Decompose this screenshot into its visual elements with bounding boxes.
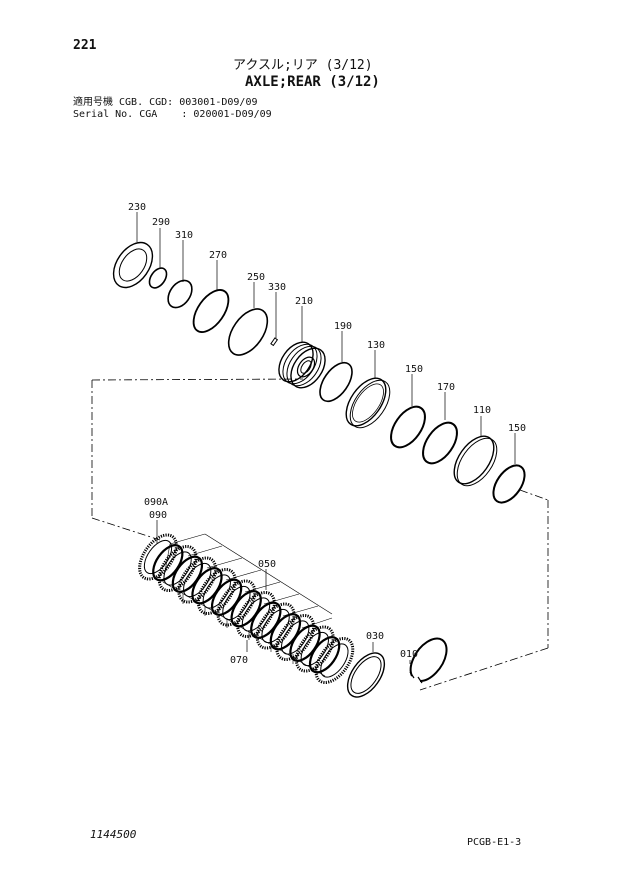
friction-disc-090 — [314, 637, 355, 684]
part-030-plate — [346, 652, 386, 698]
figure-code: PCGB-E1-3 — [467, 837, 522, 848]
part-270-ring — [192, 289, 230, 333]
label-030: 030 — [366, 631, 384, 642]
title-japanese: アクスル;リア (3/12) — [233, 58, 373, 73]
assembly-dashed-lines — [91, 378, 549, 691]
part-170-ring — [422, 421, 458, 465]
serial-line-serial-no: Serial No. CGA : 020001-D09/09 — [73, 109, 272, 120]
label-310: 310 — [175, 230, 193, 241]
part-labels: 230 290 310 270 250 330 210 190 130 150 … — [128, 202, 526, 666]
friction-disc-090 — [157, 545, 198, 592]
part-250-snap-ring — [227, 308, 269, 356]
label-330: 330 — [268, 282, 286, 293]
steel-plate-070 — [308, 636, 341, 674]
part-210-piston — [278, 341, 326, 389]
part-110-plate — [453, 435, 498, 487]
friction-disc-090 — [275, 614, 316, 661]
leader-lines — [136, 212, 516, 664]
title-english: AXLE;REAR (3/12) — [245, 74, 380, 90]
label-210: 210 — [295, 296, 313, 307]
label-070: 070 — [230, 655, 248, 666]
label-110: 110 — [473, 405, 491, 416]
part-290-ring — [148, 267, 168, 289]
friction-disc-090 — [294, 625, 335, 673]
part-330-pin — [270, 337, 279, 347]
friction-disc-inner-edge — [320, 643, 349, 678]
label-230: 230 — [128, 202, 146, 213]
label-270: 270 — [209, 250, 227, 261]
label-090: 090 — [149, 510, 167, 521]
label-150-upper: 150 — [405, 364, 423, 375]
friction-disc-090 — [138, 533, 178, 581]
clutch-disc-stack — [138, 533, 355, 684]
label-090a: 090A — [144, 497, 168, 508]
friction-disc-090 — [255, 602, 296, 650]
friction-disc-090 — [216, 579, 257, 627]
part-190-ring — [319, 361, 353, 403]
serial-line-applicable-units: 適用号機 CGB. CGD: 003001-D09/09 — [73, 97, 258, 108]
illustration-number: 1144500 — [90, 828, 137, 841]
label-130: 130 — [367, 340, 385, 351]
part-130-plate — [345, 377, 391, 429]
part-310-ring — [167, 279, 193, 309]
label-010: 010 — [400, 649, 418, 660]
label-170: 170 — [437, 382, 455, 393]
part-010-snap-ring — [409, 637, 448, 684]
label-150-lower: 150 — [508, 423, 526, 434]
label-290: 290 — [152, 217, 170, 228]
label-250: 250 — [247, 272, 265, 283]
friction-disc-090 — [236, 591, 276, 638]
label-050: 050 — [258, 559, 276, 570]
page-number: 221 — [73, 38, 97, 53]
label-190: 190 — [334, 321, 352, 332]
part-150-seal-upper — [390, 405, 426, 449]
friction-disc-090 — [196, 568, 237, 615]
part-150-seal-lower — [492, 464, 526, 504]
part-230-thrust-washer — [112, 241, 154, 289]
